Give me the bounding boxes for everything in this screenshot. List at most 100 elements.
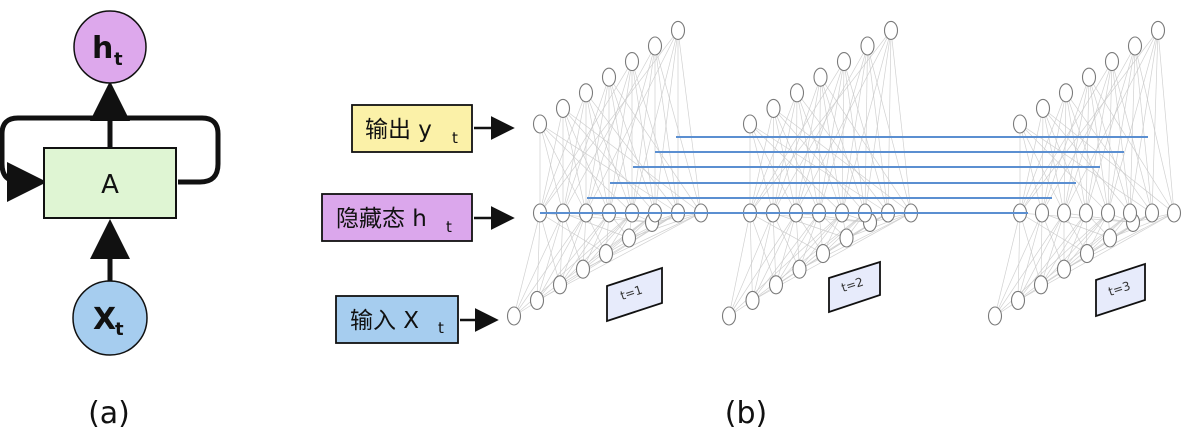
network-edge [1063, 77, 1090, 214]
neuron [575, 259, 591, 279]
hidden-state-subscript: t [114, 49, 123, 70]
neuron [601, 67, 617, 87]
network-edge [1040, 212, 1065, 285]
network-edge [795, 212, 871, 223]
network-edge [1040, 212, 1087, 285]
network-edge [608, 77, 702, 214]
neuron [1100, 203, 1116, 223]
network-edge [562, 108, 702, 214]
time-label-1: t=1 [619, 283, 645, 303]
network-edge [1040, 212, 1109, 286]
hidden-state-circle [73, 10, 147, 84]
network-edge [628, 212, 702, 239]
neuron [1058, 83, 1074, 103]
network-edge [1017, 212, 1065, 301]
network-edge [1019, 212, 1042, 285]
network-edges [513, 30, 702, 317]
neuron [1122, 203, 1138, 223]
network-edge [820, 77, 843, 214]
network-edge [775, 212, 820, 285]
network-edge [772, 212, 777, 285]
network-edge [1019, 123, 1153, 214]
network-edge [1134, 45, 1175, 214]
hidden-subscript: t [446, 218, 452, 236]
network-edge [539, 123, 564, 214]
network-edge [559, 212, 610, 285]
neuron [1166, 203, 1182, 223]
neuron [1035, 98, 1051, 118]
network-edge [1041, 77, 1090, 214]
network-edge [1019, 30, 1159, 214]
network-edge [752, 212, 774, 301]
network-edge [1042, 108, 1175, 214]
network-edge [1157, 30, 1175, 214]
network-edge [820, 77, 912, 214]
network-edge [559, 212, 564, 285]
network-edge [654, 45, 702, 214]
network-edge [1041, 212, 1065, 270]
panel-b-caption: (b) [725, 396, 767, 431]
neuron [839, 228, 854, 248]
neuron [792, 259, 807, 279]
network-edge [1085, 77, 1090, 214]
neuron [883, 20, 899, 40]
hidden-label: 隐藏态 h [336, 206, 427, 232]
network-edge [728, 212, 774, 317]
network-edge [582, 212, 656, 270]
network-edge [562, 212, 584, 270]
network-edge [772, 212, 800, 270]
network-edge [608, 77, 633, 214]
neuron [813, 67, 828, 87]
network-edge [1017, 212, 1043, 301]
neuron [1033, 275, 1049, 295]
neuron [1010, 290, 1026, 310]
network-edge [1042, 108, 1131, 214]
time-label-2: t=2 [840, 275, 866, 295]
network-nodes [987, 20, 1182, 326]
network-edge [818, 77, 821, 214]
network-edge [867, 45, 889, 214]
network-edge [749, 30, 892, 214]
network-edge [562, 108, 587, 214]
network-edge [562, 92, 587, 214]
network-edge [1041, 212, 1111, 239]
neuron [578, 83, 594, 103]
network-edge [799, 212, 843, 270]
network-edge [749, 212, 753, 301]
network-edge [539, 212, 561, 285]
recurrent-connections [540, 136, 1148, 214]
network-edge [539, 123, 587, 214]
neuron [506, 306, 522, 326]
rnn-cell-box [43, 147, 177, 219]
network-edge [795, 77, 821, 214]
network-edge [562, 108, 610, 214]
network-edge [1017, 212, 1087, 301]
neuron [1104, 52, 1120, 72]
network-edge [582, 212, 610, 270]
neuron [552, 275, 568, 295]
network-edge [887, 30, 892, 214]
neuron [742, 114, 758, 134]
neuron [624, 52, 640, 72]
network-edge [773, 108, 820, 214]
network-edge [562, 108, 656, 214]
network-edge [1088, 77, 1131, 214]
network-edge [513, 212, 541, 317]
network-edge [1041, 108, 1044, 214]
neuron [768, 275, 784, 295]
network-edge [585, 92, 610, 214]
neuron [532, 114, 548, 134]
network-edge [1063, 212, 1087, 270]
network-edge [582, 212, 633, 270]
network-edge [631, 61, 656, 214]
network-edge [752, 212, 797, 301]
time-cards: t=1 t=2 t=3 [606, 260, 1146, 323]
neuron [836, 52, 852, 72]
network-edge [728, 212, 751, 317]
network-edge [559, 212, 587, 285]
neuron [721, 306, 737, 326]
output-box [351, 104, 473, 153]
neuron [766, 98, 781, 118]
output-subscript: t [452, 129, 458, 147]
network-edge [1019, 108, 1044, 214]
